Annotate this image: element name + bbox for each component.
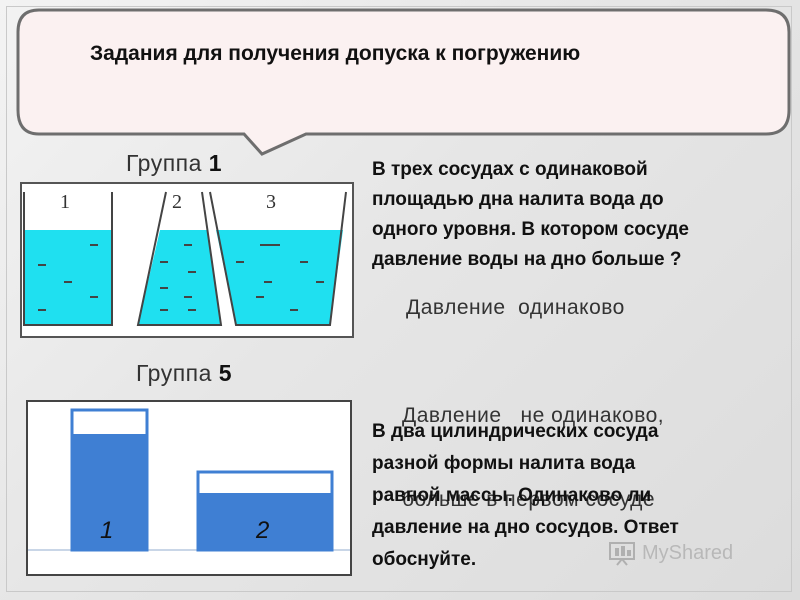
page-title: Задания для получения допуска к погружен… [90, 42, 581, 65]
group5-question-line: В два цилиндрических сосуда [372, 421, 659, 442]
group5-label-text: Группа [136, 360, 212, 386]
vessel2-walls [136, 191, 223, 326]
cylinder1-water [72, 434, 147, 550]
cylinder2-number: 2 [255, 517, 269, 544]
group5-label: Группа 5 [136, 360, 232, 387]
group1-number: 1 [208, 150, 223, 176]
water-dash-marks [38, 244, 324, 311]
vessel2-water [138, 230, 221, 325]
group5-answer-line: Давление не одинаково, [402, 404, 665, 427]
watermark-text: MyShared [642, 541, 734, 564]
group1-question: В трех сосудах с одинаковой площадью дна… [372, 155, 782, 275]
vessel1-number: 1 [60, 191, 70, 213]
vessel1-water [24, 230, 112, 325]
vessel2-number: 2 [172, 191, 182, 213]
group5-answer: Давление не одинаково, больше в первом с… [402, 346, 664, 542]
group1-question-line: одного уровня. В котором сосуде [372, 219, 689, 240]
cylinder1-number: 1 [100, 517, 113, 544]
group5-question-line: равной массы. Одинаково ли [372, 485, 652, 506]
title-callout-shape [16, 8, 791, 156]
vessel3-number: 3 [266, 191, 276, 213]
vessel3-water [216, 230, 343, 325]
group5-question: В два цилиндрических сосуда разной формы… [372, 416, 782, 576]
slide-frame [6, 6, 792, 592]
group5-answer-line: больше в первом сосуде [402, 488, 656, 511]
vessel3-walls [209, 191, 347, 326]
group1-vessels-figure: 1 2 3 [20, 182, 354, 338]
group1-question-line: давление воды на дно больше ? [372, 249, 682, 270]
group5-question-line: обоснуйте. [372, 549, 477, 570]
vessel1-walls [23, 192, 113, 326]
group1-label-text: Группа [126, 150, 202, 176]
cylinder2-water [198, 493, 332, 550]
group1-question-line: площадью дна налита вода до [372, 189, 664, 210]
group5-number: 5 [218, 360, 233, 386]
group1-label: Группа 1 [126, 150, 222, 177]
group5-cylinders-figure: 1 2 [26, 400, 352, 576]
presentation-icon [609, 542, 635, 566]
group1-answer: Давление одинаково [406, 296, 625, 319]
group1-question-line: В трех сосудах с одинаковой [372, 159, 648, 180]
watermark: MyShared [608, 540, 733, 566]
group5-question-line: давление на дно сосудов. Ответ [372, 517, 679, 538]
group5-question-line: разной формы налита вода [372, 453, 636, 474]
